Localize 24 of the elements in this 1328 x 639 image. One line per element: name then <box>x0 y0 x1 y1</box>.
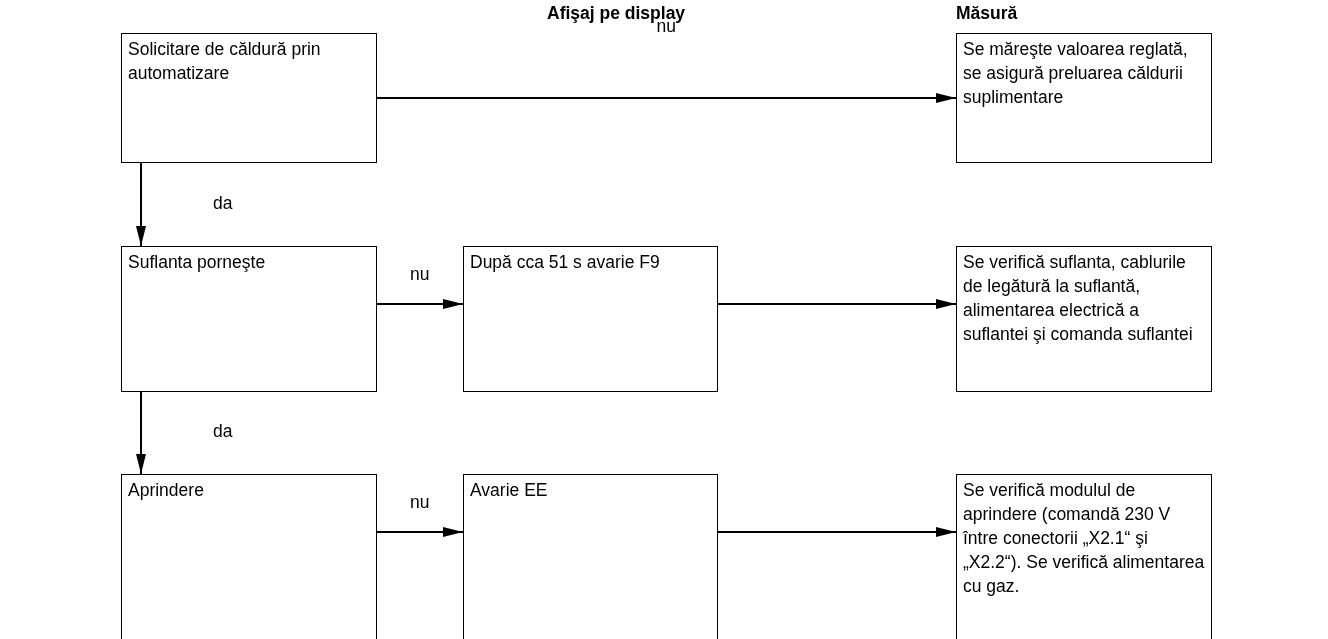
arrow <box>136 162 146 247</box>
process-box <box>956 33 1212 163</box>
process-box <box>463 246 718 392</box>
column-heading: Măsură <box>956 3 1018 24</box>
box-text: Se verifică suflanta, cablurile de legătură la suflantă, alimentarea electrică a suflantei şi comanda suflantei <box>963 251 1194 346</box>
arrow <box>376 93 957 103</box>
arrow <box>717 527 957 537</box>
box-text: Solicitare de căldură prin automatizare <box>128 38 322 85</box>
process-box <box>121 246 377 392</box>
box-text: După cca 51 s avarie F9 <box>470 251 661 274</box>
arrow <box>717 299 957 309</box>
box-text: Se verifică modulul de aprindere (comandă 230 V între conectorii „X2.1“ şi „X2.2“). Se verifică alimentarea cu gaz. <box>963 479 1205 598</box>
box-text: Avarie EE <box>470 479 549 502</box>
box-text: Suflanta porneşte <box>128 251 267 274</box>
arrow <box>376 299 464 309</box>
arrow <box>136 391 146 475</box>
process-box <box>463 474 718 639</box>
process-box <box>956 246 1212 392</box>
process-box <box>121 33 377 163</box>
box-text: Aprindere <box>128 479 205 502</box>
process-box <box>956 474 1212 639</box>
process-box <box>121 474 377 639</box>
arrow <box>376 527 464 537</box>
box-text: Se măreşte valoarea reglată, se asigură preluarea căldurii suplimentare <box>963 38 1189 109</box>
